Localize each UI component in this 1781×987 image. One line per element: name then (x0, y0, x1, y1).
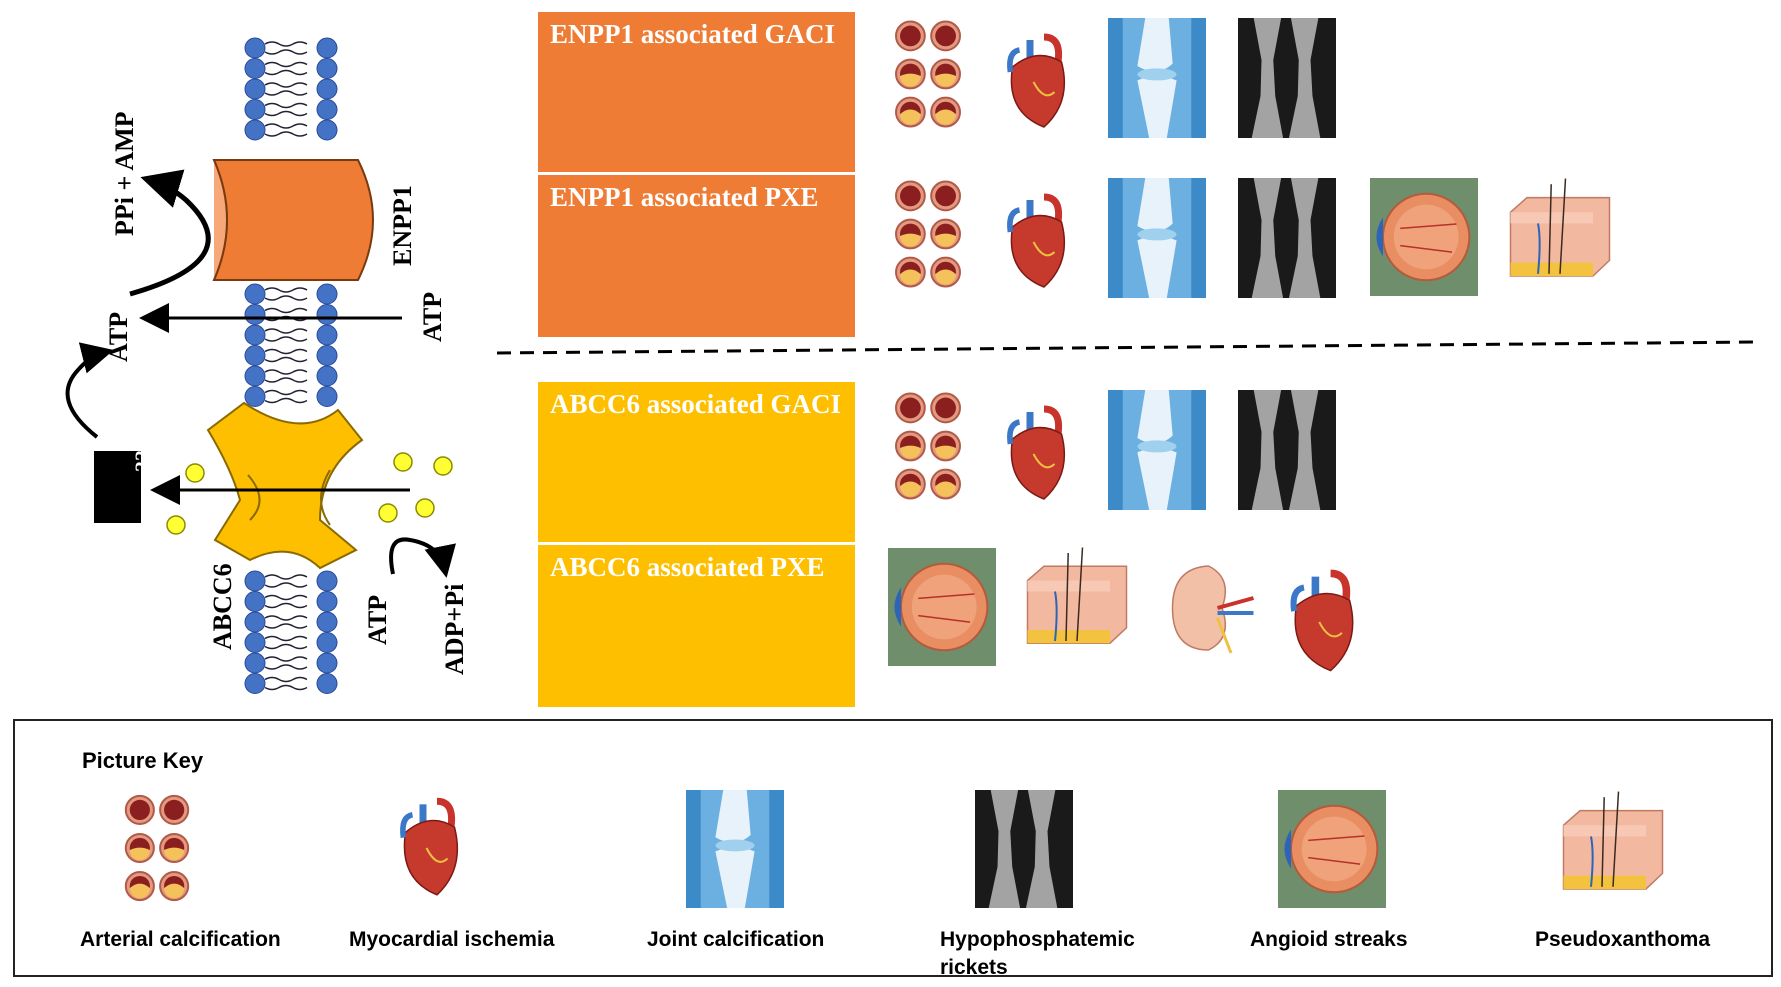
atp-right-label: ATP (418, 291, 447, 342)
unknown-product-box (94, 451, 141, 523)
key-label-angioid: Angioid streaks (1250, 928, 1408, 951)
abcc6-label: ABCC6 (208, 563, 237, 650)
panel-label: ENPP1 associated PXE (550, 182, 819, 212)
heart-icon (400, 797, 459, 896)
eye-icon (888, 548, 996, 666)
lipid-bilayer (244, 37, 338, 694)
atp-left-label: ATP (104, 311, 133, 362)
lipid-tail (264, 328, 308, 342)
key-label-rickets: Hypophosphatemic rickets (940, 928, 1135, 979)
knee-icon (1108, 178, 1206, 298)
adp-pi-label: ADP+Pi (440, 583, 469, 675)
artery-icon (124, 794, 190, 902)
unknown-label: ??? (130, 439, 155, 472)
artery-icon (895, 392, 961, 500)
lipid-tail (264, 676, 308, 691)
knee-icon (1108, 18, 1206, 138)
lipid-tail (264, 389, 308, 404)
lipid-tail (264, 635, 308, 650)
xray-icon (1238, 178, 1336, 298)
atp-bottom-label: ATP (363, 594, 392, 645)
panel-label: ABCC6 associated GACI (550, 389, 842, 419)
divider-dashed (496, 340, 1761, 355)
panel-label: ENPP1 associated GACI (550, 19, 835, 49)
lipid-tail (264, 82, 308, 96)
artery-icon (895, 180, 961, 288)
xray-icon (1238, 390, 1336, 510)
enpp1-label: ENPP1 (388, 185, 417, 266)
skin-icon (1509, 178, 1611, 277)
lipid-tail (264, 123, 308, 137)
knee-icon (1108, 390, 1206, 510)
picture-key-title: Picture Key (82, 748, 204, 773)
lipid-tail (264, 287, 308, 301)
picture-key-box (13, 719, 1773, 977)
panel-enpp1-pxe: ENPP1 associated PXE (538, 175, 855, 337)
lipid-tail (264, 369, 308, 383)
key-label-joint: Joint calcification (647, 928, 825, 951)
panel-abcc6-pxe: ABCC6 associated PXE (538, 545, 855, 707)
artery-icon (895, 20, 961, 128)
panel-label: ABCC6 associated PXE (550, 552, 825, 582)
knee-icon (686, 790, 784, 908)
lipid-tail (264, 41, 308, 55)
key-label-myocardial: Myocardial ischemia (349, 928, 555, 951)
xray-icon (975, 790, 1073, 908)
ligand-molecules (166, 452, 453, 535)
heart-icon (1007, 193, 1066, 288)
atp-curved-arrow (65, 342, 114, 439)
panel-abcc6-gaci: ABCC6 associated GACI (538, 382, 855, 542)
kidney-icon (1171, 565, 1255, 654)
abcc6-protein (206, 401, 364, 570)
key-icons (124, 790, 1664, 908)
enpp1-protein (212, 159, 374, 281)
heart-icon (1007, 405, 1066, 500)
ppi-curved-arrow (129, 169, 211, 297)
lipid-tail (264, 594, 308, 609)
lipid-tail (264, 348, 308, 363)
lipid-tail (264, 61, 308, 76)
heart-icon (1007, 33, 1066, 128)
lipid-tail (264, 102, 308, 117)
ppi-amp-label: PPi + AMP (110, 111, 139, 236)
eye-icon (1370, 178, 1478, 296)
xray-icon (1238, 18, 1336, 138)
eye-icon (1278, 790, 1386, 908)
key-label-pseudoxanthoma: Pseudoxanthoma (1535, 928, 1711, 951)
panel-enpp1-gaci: ENPP1 associated GACI (538, 12, 855, 172)
lipid-tail (264, 656, 308, 670)
lipid-tail (264, 615, 308, 629)
key-label-arterial: Arterial calcification (80, 928, 281, 951)
skin-icon (1562, 791, 1664, 890)
panel-icons (888, 18, 1611, 672)
skin-icon (1026, 547, 1128, 644)
atp-hydrolysis-arrow (389, 537, 456, 578)
lipid-tail (264, 574, 308, 588)
heart-icon (1290, 569, 1354, 672)
